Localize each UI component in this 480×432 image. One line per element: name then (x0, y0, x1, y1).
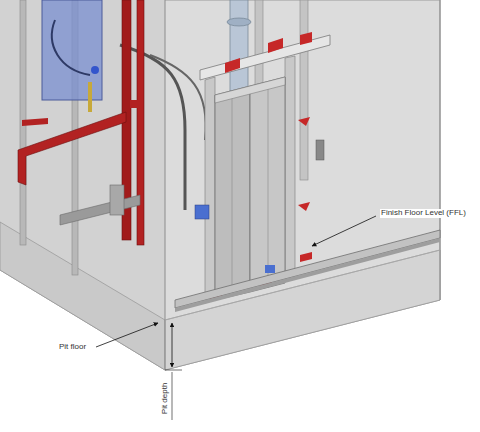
pit-floor-label: Pit floor (58, 343, 87, 352)
pit-depth-label: Pit depth (162, 381, 171, 415)
ffl-label: Finish Floor Level (FFL) (380, 209, 467, 218)
